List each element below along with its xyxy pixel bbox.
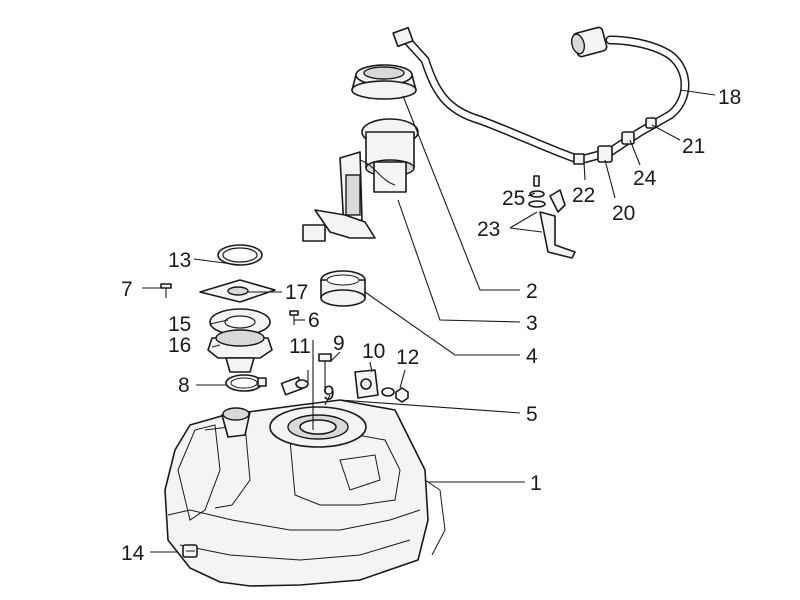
callout-1: 1 — [530, 472, 542, 495]
callout-20: 20 — [612, 202, 635, 225]
filler-seal-ring — [217, 244, 263, 266]
callout-25: 25 — [502, 187, 525, 210]
fuel-tank — [164, 399, 446, 587]
callout-6: 6 — [308, 309, 320, 332]
pump-lock-ring — [351, 64, 417, 100]
hose-bracket — [528, 175, 576, 259]
callout-21: 21 — [682, 135, 705, 158]
callout-22: 22 — [572, 184, 595, 207]
bracket-hardware — [280, 353, 409, 403]
callout-10: 10 — [362, 340, 385, 363]
leader-lines — [142, 89, 716, 553]
callout-15: 15 — [168, 313, 191, 336]
callout-23: 23 — [477, 218, 500, 241]
callout-16: 16 — [168, 334, 191, 357]
callout-3: 3 — [526, 312, 538, 335]
callout-7: 7 — [121, 278, 133, 301]
filler-flange — [207, 329, 273, 373]
callout-13: 13 — [168, 249, 191, 272]
screw-7 — [160, 283, 172, 298]
callout-12: 12 — [396, 346, 419, 369]
callout-9-upper: 9 — [333, 332, 345, 355]
pump-seal — [320, 270, 366, 307]
fuel-pump — [302, 118, 419, 242]
callout-5: 5 — [526, 403, 538, 426]
fuel-hose — [392, 26, 690, 165]
tank-clip — [182, 544, 198, 558]
filler-gasket — [209, 308, 271, 336]
screw-6 — [289, 310, 299, 325]
callout-2: 2 — [526, 280, 538, 303]
callout-14: 14 — [121, 542, 145, 565]
callout-labels: 1 2 3 4 5 6 7 8 9 9 10 11 12 13 14 15 16… — [121, 86, 741, 565]
callout-4: 4 — [526, 345, 538, 368]
hose-clamp — [225, 374, 267, 392]
callout-17: 17 — [285, 281, 308, 304]
callout-9-lower: 9 — [323, 382, 335, 405]
callout-11: 11 — [289, 335, 311, 358]
callout-24: 24 — [633, 167, 657, 190]
filler-cover-plate — [199, 279, 276, 303]
callout-8: 8 — [178, 374, 190, 397]
callout-18: 18 — [718, 86, 741, 109]
